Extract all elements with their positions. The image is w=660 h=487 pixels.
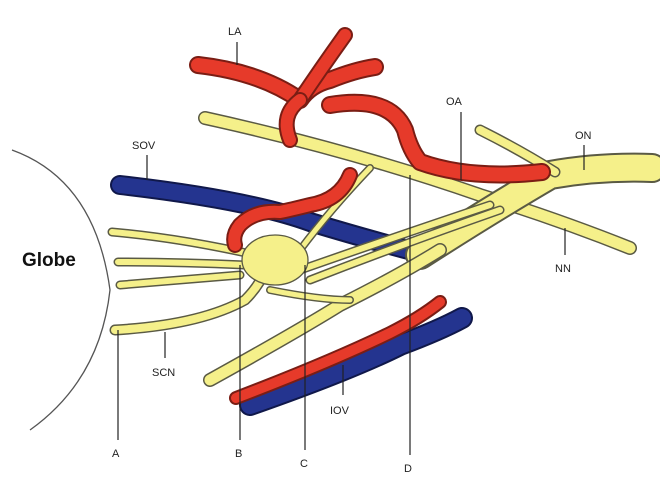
- label-nn: NN: [555, 263, 571, 275]
- label-a: A: [112, 448, 120, 460]
- label-on: ON: [575, 130, 592, 142]
- label-scn: SCN: [152, 367, 175, 379]
- label-sov: SOV: [132, 140, 156, 152]
- label-d: D: [404, 463, 412, 475]
- ciliary-ganglion: [242, 235, 308, 285]
- globe-outline: [12, 150, 110, 430]
- inferior-ophthalmic-vein: [250, 318, 462, 405]
- label-globe: Globe: [22, 250, 76, 271]
- label-iov: IOV: [330, 405, 350, 417]
- label-oa: OA: [446, 96, 463, 108]
- label-b: B: [235, 448, 242, 460]
- label-c: C: [300, 458, 308, 470]
- label-la: LA: [228, 26, 242, 38]
